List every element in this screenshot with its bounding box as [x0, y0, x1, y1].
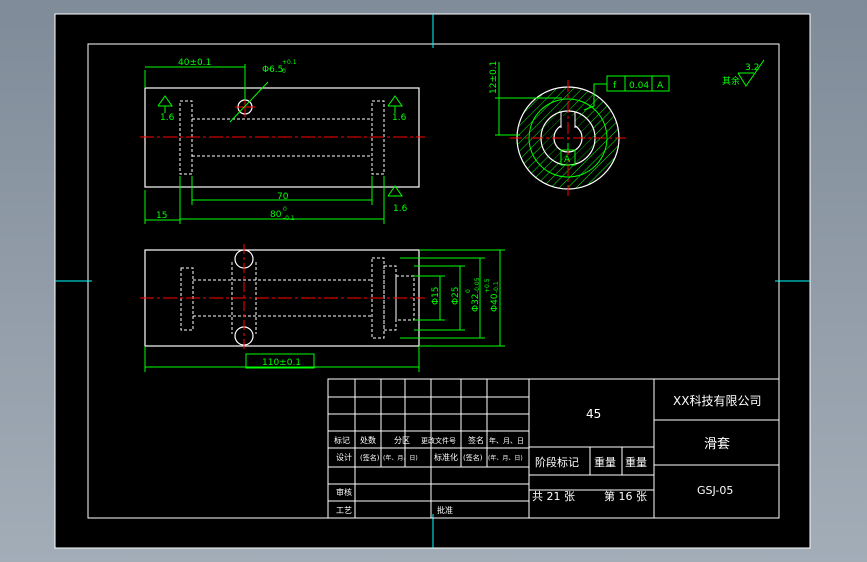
tb-sheet-no: 第 16 张 [604, 489, 647, 503]
tb-design-3: (年、月、日) [383, 454, 418, 462]
tb-company: XX科技有限公司 [673, 394, 761, 408]
tol-value: 0.04 [629, 81, 649, 91]
side-dimensions [495, 62, 670, 166]
dia-32-label: Φ32 [471, 293, 481, 312]
general-roughness: 3.2 其余 [722, 59, 765, 87]
tb-header-1: 标记 [334, 435, 350, 445]
front-dimensions [144, 64, 385, 224]
general-roughness-label: 其余 [722, 75, 740, 87]
tb-process: 工艺 [336, 506, 352, 515]
dia-32-tol-label: 0 [465, 289, 472, 293]
dia-40-tol2-label: -0.1 [493, 281, 500, 293]
roughness-symbols [157, 95, 403, 197]
datum-marker: A [564, 155, 571, 165]
tb-part-name: 滑套 [704, 436, 730, 452]
dim-15-label: 15 [156, 211, 167, 221]
dia-40-tol-label: +0.5 [484, 278, 491, 293]
dim-70-label: 70 [277, 192, 289, 202]
tb-drawing-no: GSJ-05 [697, 484, 733, 497]
tb-design-2: (签名) [360, 453, 380, 462]
dim-110-label: 110±0.1 [262, 358, 301, 368]
tb-stage-1: 阶段标记 [535, 455, 579, 469]
tb-stage-2: 重量 [594, 455, 616, 469]
dim-80-label: 80 [270, 210, 282, 220]
tb-approve: 批准 [437, 505, 453, 515]
hole-tol-label: +0.1 [282, 59, 297, 66]
tb-header-4: 更改文件号 [421, 436, 456, 445]
tol-symbol: f [613, 81, 617, 91]
tol-datum: A [657, 81, 664, 91]
hole-tol2-label: 0 [282, 68, 286, 75]
tb-material: 45 [586, 407, 601, 421]
dim-top-label: 40±0.1 [178, 58, 211, 68]
tb-header-6: 年、月、日 [489, 436, 524, 445]
side-view: 12±0.1 f 0.04 A A [489, 61, 670, 196]
tb-design-5: (签名) [463, 453, 483, 462]
bottom-dimensions [144, 249, 505, 372]
dia-40-label: Φ40 [490, 293, 500, 312]
tb-sheets-total: 共 21 张 [532, 490, 575, 503]
dim-12-label: 12±0.1 [489, 61, 499, 94]
dim-80-tol-label: 0 [283, 206, 287, 213]
rough-right-label: 1.6 [392, 113, 407, 123]
tb-header-5: 签名 [468, 435, 484, 445]
title-block-text: 标记 处数 分区 更改文件号 签名 年、月、日 设计 (签名) (年、月、日) … [334, 435, 524, 515]
general-roughness-value: 3.2 [745, 63, 759, 73]
tb-header-2: 处数 [360, 435, 376, 445]
tb-header-3: 分区 [394, 436, 410, 445]
bottom-view: 110±0.1 Φ15 Φ25 Φ32 0 -0.05 Φ40 +0.5 -0.… [140, 244, 505, 372]
tb-stage-3: 重量 [625, 455, 647, 469]
centering-marks [55, 14, 810, 548]
drawing-background [54, 13, 811, 549]
dia-32-tol2-label: -0.05 [474, 277, 481, 293]
dia-15-label: Φ15 [431, 286, 441, 305]
rough-bottom-label: 1.6 [393, 204, 408, 214]
tb-design-6: (年、月、日) [488, 454, 523, 462]
tb-design-1: 设计 [336, 452, 352, 462]
title-block [327, 378, 780, 519]
tb-design-4: 标准化 [434, 452, 458, 462]
front-hidden-lines [179, 100, 385, 175]
dia-25-label: Φ25 [451, 286, 461, 305]
tb-review: 审核 [336, 487, 352, 497]
dim-80-tol2-label: -0.1 [283, 215, 295, 222]
rough-left-label: 1.6 [160, 113, 175, 123]
hole-dia-label: Φ6.5 [262, 65, 283, 75]
front-view: 40±0.1 Φ6.5 +0.1 0 70 80 0 -0.1 15 1.6 1… [140, 58, 425, 224]
